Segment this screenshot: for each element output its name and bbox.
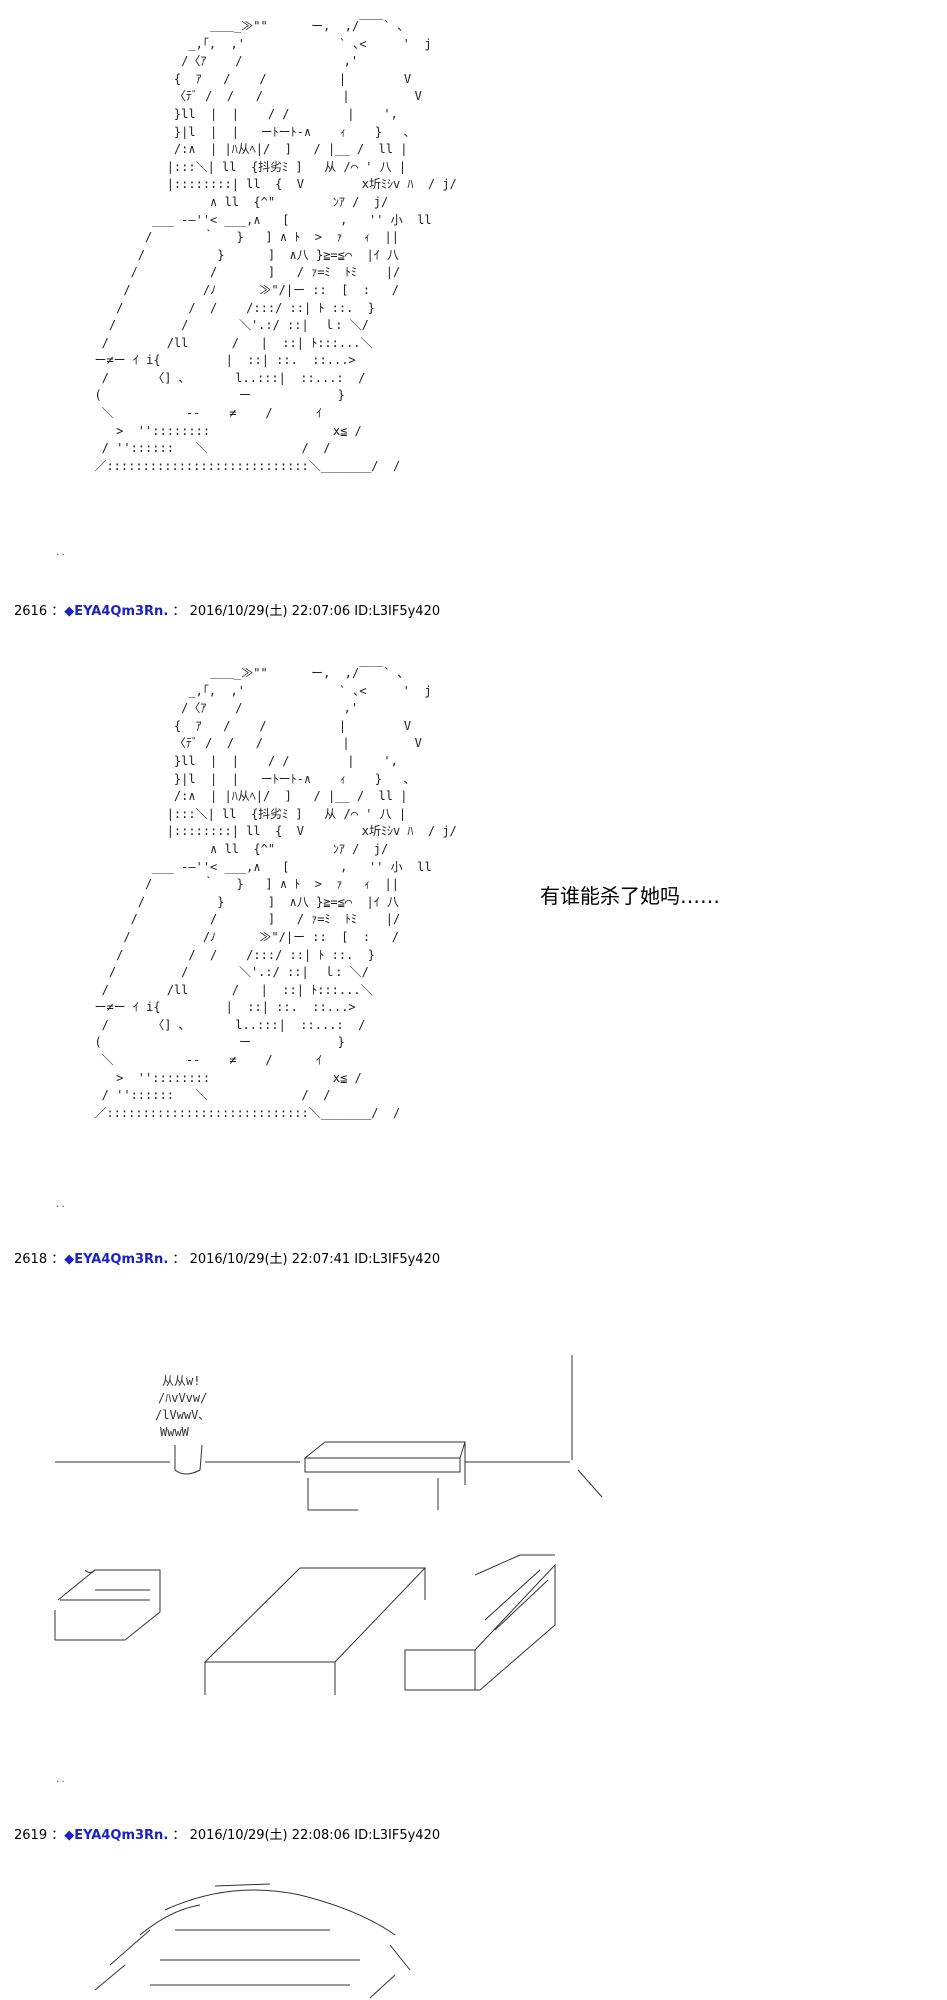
- poster-trip[interactable]: EYA4Qm3Rn.: [74, 1828, 169, 1843]
- post-datetime: 2016/10/29(土) 22:08:06: [189, 1828, 351, 1843]
- svg-text:WwwW: WwwW: [160, 1425, 190, 1439]
- poster-id[interactable]: ID:L3IF5y420: [354, 1252, 441, 1267]
- ascii-art-girl-2: ＿＿_≫"" ー, ,/￣￣` ､ _,｢, ,' ` ､< ' j /〈ｱ /…: [94, 666, 457, 1120]
- trip-diamond-icon: ◆: [64, 1828, 75, 1843]
- post-colon: ：: [172, 1252, 186, 1267]
- post-separator: ：: [51, 1252, 65, 1267]
- poster-trip[interactable]: EYA4Qm3Rn.: [74, 1252, 169, 1267]
- post-colon: ：: [172, 1828, 186, 1843]
- poster-id[interactable]: ID:L3IF5y420: [354, 604, 441, 619]
- dialogue-text: 有谁能杀了她吗……: [540, 884, 720, 908]
- svg-text:从从w!: 从从w!: [162, 1374, 200, 1388]
- spacer-dots-2: ..: [55, 1200, 66, 1210]
- ascii-art-girl-1: ＿＿_≫"" ー, ,/￣￣` ､ _,｢, ,' ` ､< ' j /〈ｱ /…: [94, 19, 457, 473]
- spacer-dots-1: ..: [55, 548, 66, 558]
- post-separator: ：: [51, 1828, 65, 1843]
- trip-diamond-icon: ◆: [64, 1252, 75, 1267]
- post-header-2618: 2618 ：◆EYA4Qm3Rn. ： 2016/10/29(土) 22:07:…: [14, 1248, 440, 1267]
- post-number[interactable]: 2619: [14, 1828, 48, 1843]
- post-datetime: 2016/10/29(土) 22:07:06: [189, 604, 351, 619]
- post-datetime: 2016/10/29(土) 22:07:41: [189, 1252, 351, 1267]
- svg-text:/ﾊvVvw/: /ﾊvVvw/: [158, 1391, 207, 1405]
- post-separator: ：: [51, 604, 65, 619]
- post-header-2619: 2619 ：◆EYA4Qm3Rn. ： 2016/10/29(土) 22:08:…: [14, 1824, 440, 1843]
- post-colon: ：: [172, 604, 186, 619]
- poster-trip[interactable]: EYA4Qm3Rn.: [74, 604, 169, 619]
- poster-id[interactable]: ID:L3IF5y420: [354, 1828, 441, 1843]
- svg-text:/lVwwV､: /lVwwV､: [155, 1408, 204, 1422]
- post-header-2616: 2616 ：◆EYA4Qm3Rn. ： 2016/10/29(土) 22:07:…: [14, 600, 440, 619]
- post-number[interactable]: 2618: [14, 1252, 48, 1267]
- spacer-dots-3: ..: [55, 1775, 66, 1785]
- trip-diamond-icon: ◆: [64, 604, 75, 619]
- post-number[interactable]: 2616: [14, 604, 48, 619]
